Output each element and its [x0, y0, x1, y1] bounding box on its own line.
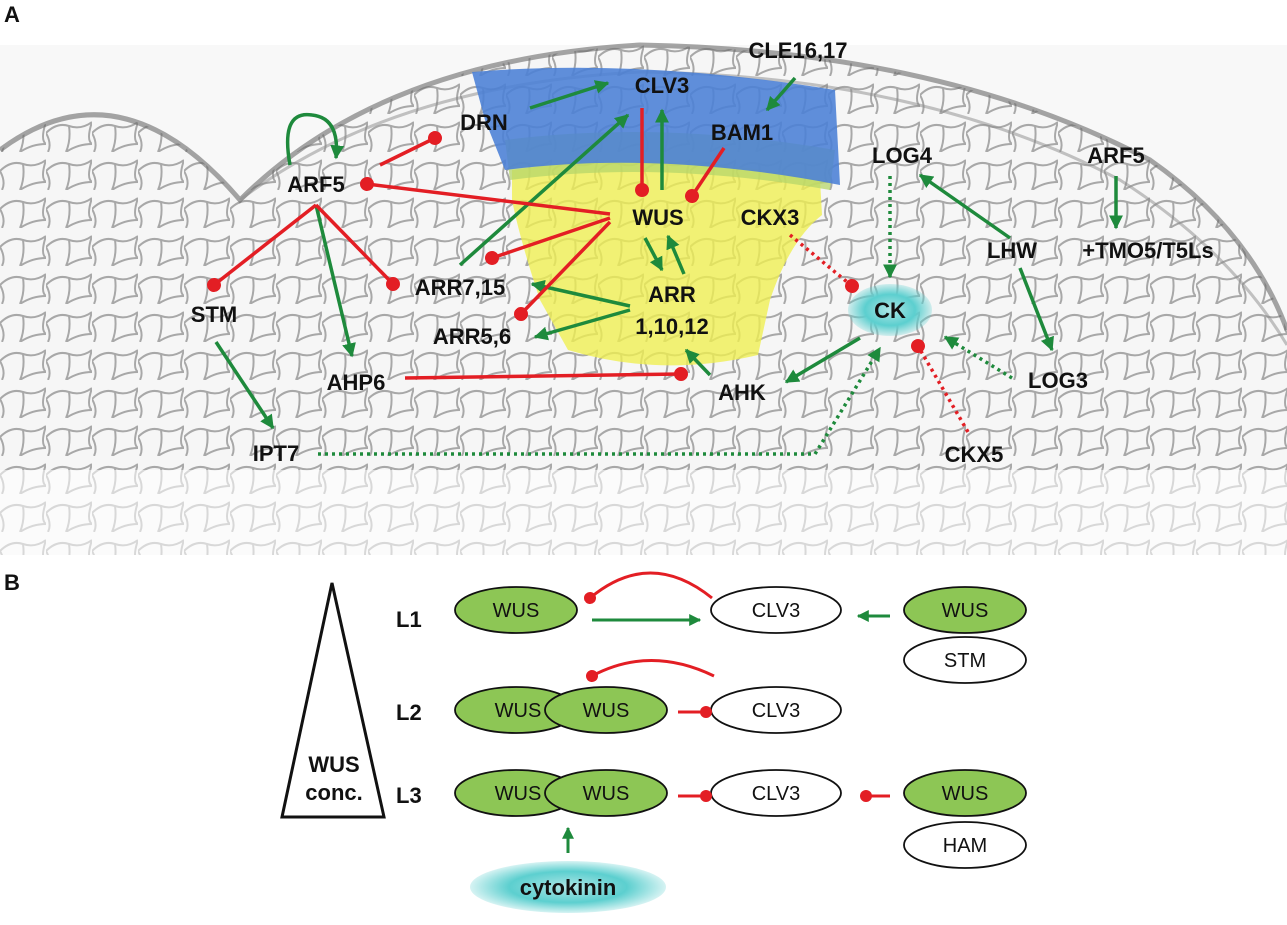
- arf5-to-ahp6: [314, 204, 356, 358]
- label-ipt7: IPT7: [253, 441, 299, 466]
- l1-wus-represses-clv3-arc: [584, 571, 713, 604]
- meristem-inner-layer: [239, 70, 1287, 346]
- l2-wus-a-text: WUS: [495, 700, 542, 722]
- l3-ham-node: [903, 821, 1027, 869]
- arr-to-wus: [666, 234, 686, 275]
- l3-wus-right-node: [903, 769, 1027, 817]
- l2-repression-arc: [586, 659, 715, 682]
- bam1-to-wus: [685, 147, 726, 203]
- arf5-to-arr715: [314, 203, 400, 291]
- label-wus: WUS: [632, 205, 683, 230]
- label-arf5-left: ARF5: [287, 172, 344, 197]
- l3-wus-a-text: WUS: [495, 783, 542, 805]
- repression-edges: [207, 108, 726, 381]
- l1-wus-node: [454, 586, 578, 634]
- label-ckx5: CKX5: [945, 442, 1004, 467]
- l3-wus-b-text: WUS: [583, 783, 630, 805]
- label-cle16-17: CLE16,17: [748, 38, 847, 63]
- ahk-to-arr: [684, 348, 712, 377]
- label-lhw: LHW: [987, 238, 1037, 263]
- label-ahp6: AHP6: [327, 370, 386, 395]
- lhw-to-log3: [1018, 267, 1054, 352]
- panel-a: A CLV3 CLE16,17 DRN BAM1 LOG4 ARF5 ARF5 …: [0, 2, 1287, 555]
- label-ahk: AHK: [718, 380, 766, 405]
- l1-wus-right-text: WUS: [942, 600, 989, 622]
- arf5-self-loop: [285, 112, 345, 166]
- layer-label-l3: L3: [396, 783, 422, 808]
- ahp6-to-ahk: [404, 367, 688, 381]
- panel-b-edges: [562, 571, 890, 853]
- label-ckx3: CKX3: [741, 205, 800, 230]
- label-log3: LOG3: [1028, 368, 1088, 393]
- label-log4: LOG4: [872, 143, 933, 168]
- triangle-label-wus: WUS: [308, 752, 359, 777]
- wus-to-arr56: [514, 220, 612, 321]
- arf5-to-wus: [360, 177, 611, 216]
- l3-ham-text: HAM: [943, 835, 987, 857]
- l2-clv3-text: CLV3: [752, 700, 801, 722]
- label-clv3: CLV3: [635, 73, 690, 98]
- label-arf5-right: ARF5: [1087, 143, 1144, 168]
- cle-to-bam1: [765, 76, 797, 112]
- lhw-to-log4: [918, 173, 1012, 240]
- arf5-to-drn: [379, 131, 442, 167]
- label-arr-numbers: 1,10,12: [635, 314, 708, 339]
- label-tmo5: +TMO5/T5Ls: [1082, 238, 1213, 263]
- l1-stm-node: [903, 636, 1027, 684]
- panel-b-node-labels: WUS CLV3 WUS STM WUS WUS CLV3 WUS WUS CL…: [493, 600, 989, 857]
- tissue-fade: [0, 470, 1287, 555]
- triangle-label-conc: conc.: [305, 780, 362, 805]
- dotted-repression-edges: [788, 233, 970, 433]
- ckx5-to-ck: [911, 339, 970, 433]
- wus-concentration-triangle: [280, 582, 386, 819]
- label-arr: ARR: [648, 282, 696, 307]
- ck-oval: [848, 284, 932, 336]
- wus-to-arr715: [485, 216, 611, 265]
- label-arr7-15: ARR7,15: [415, 275, 505, 300]
- label-arr5-6: ARR5,6: [433, 324, 511, 349]
- l1-wus-text: WUS: [493, 600, 540, 622]
- panel-a-labels: A CLV3 CLE16,17 DRN BAM1 LOG4 ARF5 ARF5 …: [4, 2, 1214, 467]
- panel-b-letter: B: [4, 570, 20, 595]
- l3-clv3-text: CLV3: [752, 783, 801, 805]
- l1-clv3-node: [710, 586, 842, 634]
- layer-label-l2: L2: [396, 700, 422, 725]
- panel-b: B WUS conc. L1 L2 L3 WUS: [4, 570, 1027, 913]
- layer-label-l1: L1: [396, 607, 422, 632]
- label-bam1: BAM1: [711, 120, 773, 145]
- arr715-to-clv3: [458, 113, 630, 267]
- meristem-outline: [0, 42, 1287, 331]
- l2-wus-node-b: [544, 686, 668, 734]
- ipt7-to-ck: [318, 346, 882, 456]
- cytokinin-text: cytokinin: [520, 875, 617, 900]
- stm-to-ipt7: [214, 341, 275, 430]
- panel-b-nodes: [454, 586, 1027, 869]
- l1-stm-text: STM: [944, 650, 986, 672]
- label-stm: STM: [191, 302, 237, 327]
- l2-wus-b-text: WUS: [583, 700, 630, 722]
- panel-a-letter: A: [4, 2, 20, 27]
- dotted-activation-edges: [318, 176, 1013, 456]
- l3-wus-node-b: [544, 769, 668, 817]
- cytokinin-oval: [470, 861, 666, 913]
- drn-to-clv3: [529, 80, 610, 110]
- wus-to-arr: [643, 237, 664, 272]
- log3-to-ck: [943, 335, 1013, 380]
- arf5-to-stm: [207, 203, 318, 292]
- ck-to-ahk: [784, 336, 861, 384]
- l3-wus-right-text: WUS: [942, 783, 989, 805]
- l1-wus-right-node: [903, 586, 1027, 634]
- arr-to-arr56: [533, 308, 631, 341]
- l1-clv3-text: CLV3: [752, 600, 801, 622]
- label-drn: DRN: [460, 110, 508, 135]
- label-ck: CK: [874, 298, 906, 323]
